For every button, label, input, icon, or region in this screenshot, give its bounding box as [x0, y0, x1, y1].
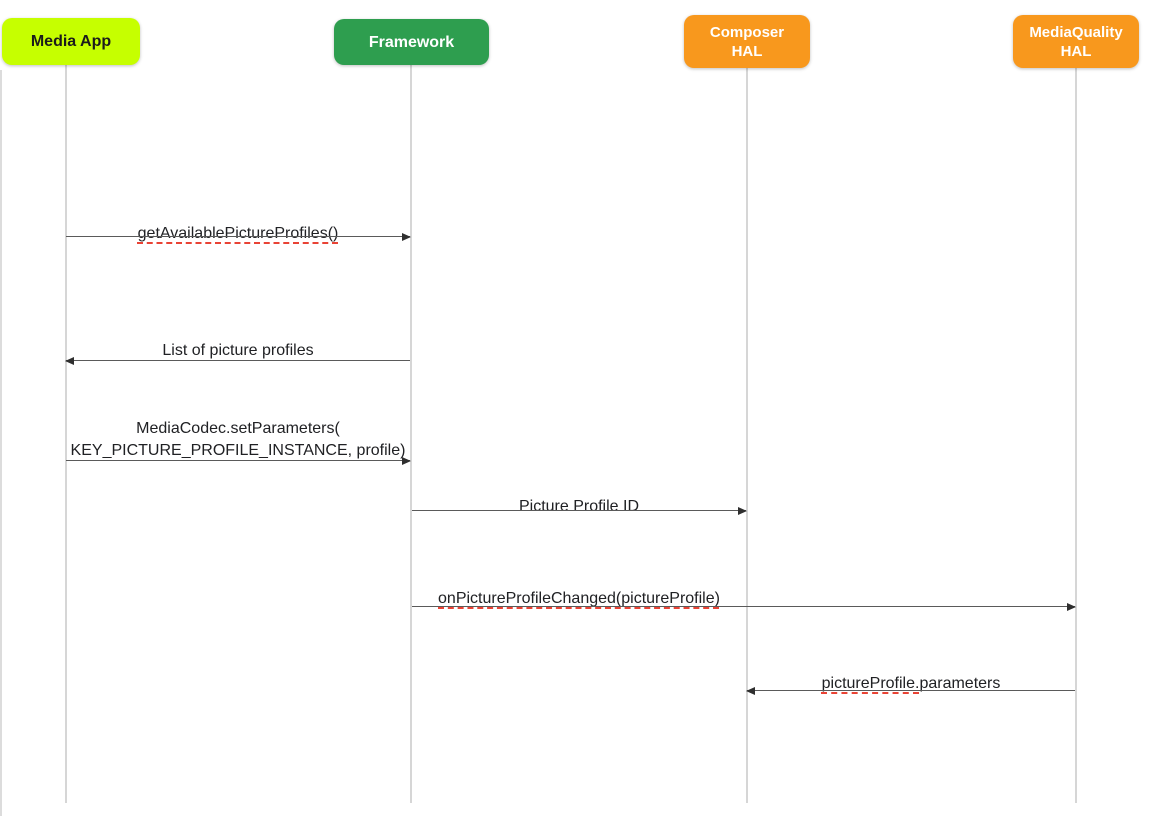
actor-label-mediaquality-hal: MediaQuality HAL — [1029, 23, 1123, 60]
actor-box-framework[interactable]: Framework — [334, 19, 489, 65]
message-3-arrow — [66, 456, 411, 465]
message-6-text-underlined: pictureProfile. — [821, 675, 920, 692]
message-3-text: MediaCodec.setParameters( KEY_PICTURE_PR… — [70, 420, 406, 459]
actor-label-media-app: Media App — [30, 33, 112, 50]
lifeline-composer-hal — [746, 68, 748, 803]
message-2-text: List of picture profiles — [162, 342, 314, 359]
message-2-label[interactable]: List of picture profiles — [66, 318, 410, 362]
message-5-label[interactable]: onPictureProfileChanged(pictureProfile) — [412, 566, 746, 610]
message-6-text-plain: parameters — [919, 675, 1001, 692]
message-2-arrow — [65, 356, 410, 365]
message-6-arrow — [746, 686, 1075, 695]
slide-left-edge — [0, 70, 2, 816]
actor-box-composer-hal[interactable]: Composer HAL — [684, 15, 810, 68]
actor-box-mediaquality-hal[interactable]: MediaQuality HAL — [1013, 15, 1139, 68]
lifeline-mediaquality-hal — [1075, 68, 1077, 803]
actor-box-media-app[interactable]: Media App — [2, 18, 140, 65]
actor-label-composer-hal: Composer HAL — [709, 23, 785, 60]
message-5-text: onPictureProfileChanged(pictureProfile) — [438, 590, 720, 607]
message-4-label[interactable]: Picture Profile ID — [412, 474, 746, 518]
message-4-text: Picture Profile ID — [518, 498, 640, 515]
lifeline-media-app — [65, 65, 67, 803]
message-1-text: getAvailablePictureProfiles() — [137, 225, 339, 242]
message-3-label[interactable]: MediaCodec.setParameters( KEY_PICTURE_PR… — [8, 396, 468, 462]
message-6-label[interactable]: pictureProfile.parameters — [747, 651, 1075, 695]
message-5-arrow — [412, 602, 1076, 611]
lifeline-framework — [410, 65, 412, 803]
actor-label-framework: Framework — [368, 33, 455, 51]
message-4-arrow — [412, 506, 747, 515]
message-1-arrow — [66, 232, 411, 241]
message-1-label[interactable]: getAvailablePictureProfiles() — [66, 201, 410, 245]
